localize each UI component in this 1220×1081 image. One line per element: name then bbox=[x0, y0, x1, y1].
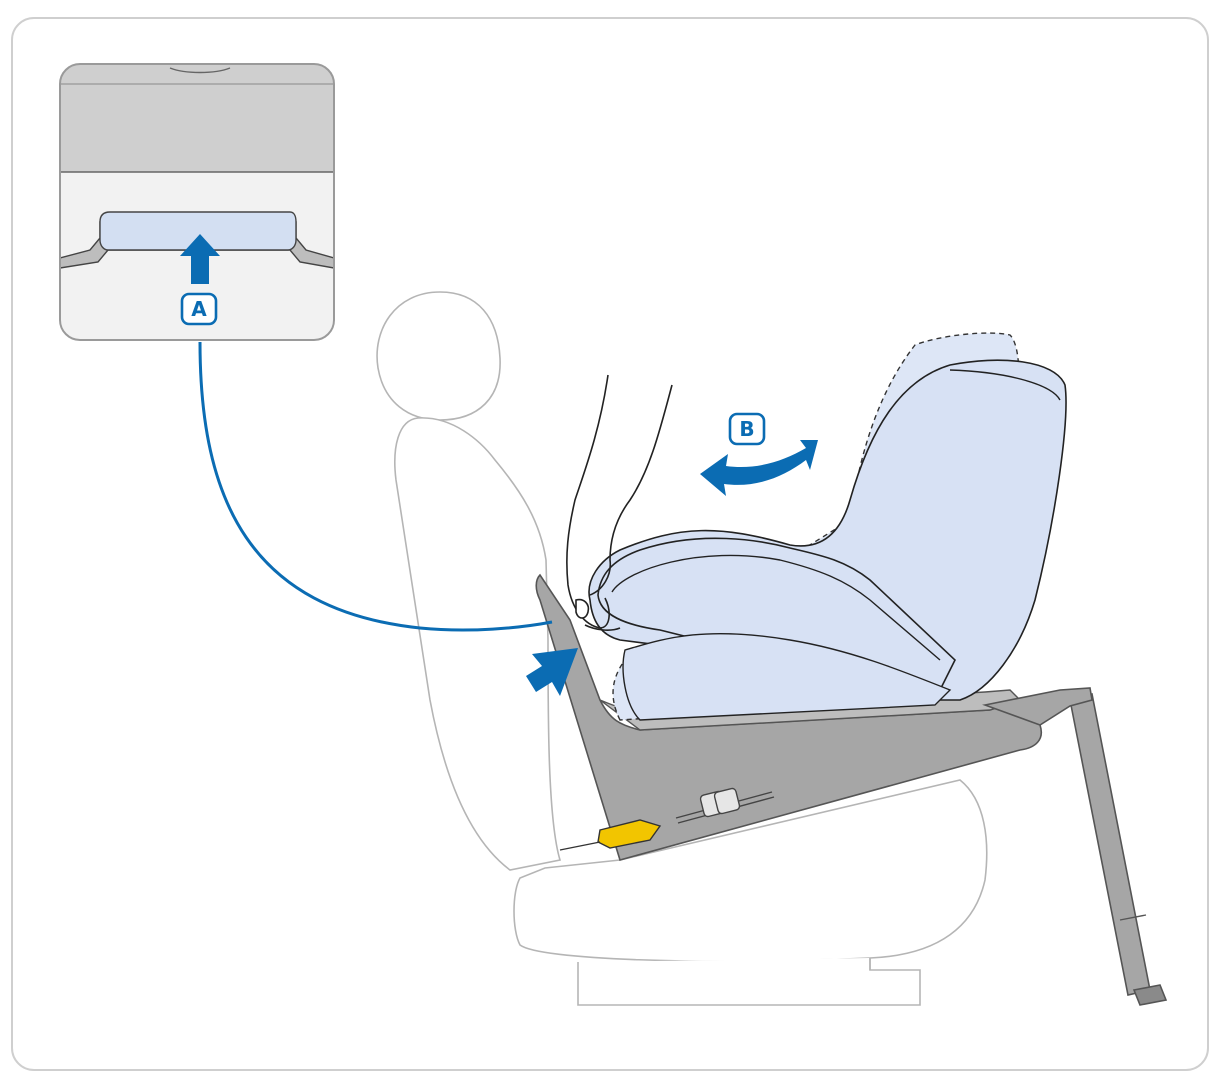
label-b: B bbox=[739, 417, 754, 441]
label-a: A bbox=[191, 297, 207, 321]
vehicle-seat bbox=[376, 291, 988, 1006]
isofix-leg-top bbox=[982, 687, 1093, 726]
child-seat bbox=[588, 359, 1067, 721]
hands bbox=[566, 374, 673, 631]
label-a-badge: A bbox=[180, 292, 218, 326]
isofix-base-body bbox=[535, 573, 1042, 861]
label-b-badge: B bbox=[728, 412, 766, 446]
vehicle-seat-backrest bbox=[394, 417, 562, 871]
release-button bbox=[99, 211, 297, 251]
isofix-base-indicator bbox=[675, 787, 775, 824]
child-seat-back-line bbox=[949, 369, 1061, 401]
hand-right bbox=[589, 384, 673, 596]
inset-frame bbox=[59, 63, 335, 341]
vehicle-seat-rail-block bbox=[577, 958, 921, 1006]
connector-line bbox=[198, 341, 553, 632]
inset-top-band bbox=[60, 64, 334, 172]
double-curved-arrow-icon bbox=[700, 440, 818, 496]
isofix-support-leg-foot bbox=[1132, 984, 1168, 1006]
arrow-up-icon bbox=[180, 234, 220, 284]
recline-arrow: B bbox=[700, 412, 818, 496]
hand-left bbox=[566, 374, 610, 629]
inset-detail: A bbox=[59, 63, 335, 341]
arrow-push-icon bbox=[526, 648, 578, 696]
vehicle-seat-headrest bbox=[376, 291, 501, 421]
child-seat-lower-shell bbox=[622, 632, 952, 721]
child-seat-inner-line bbox=[611, 554, 941, 661]
